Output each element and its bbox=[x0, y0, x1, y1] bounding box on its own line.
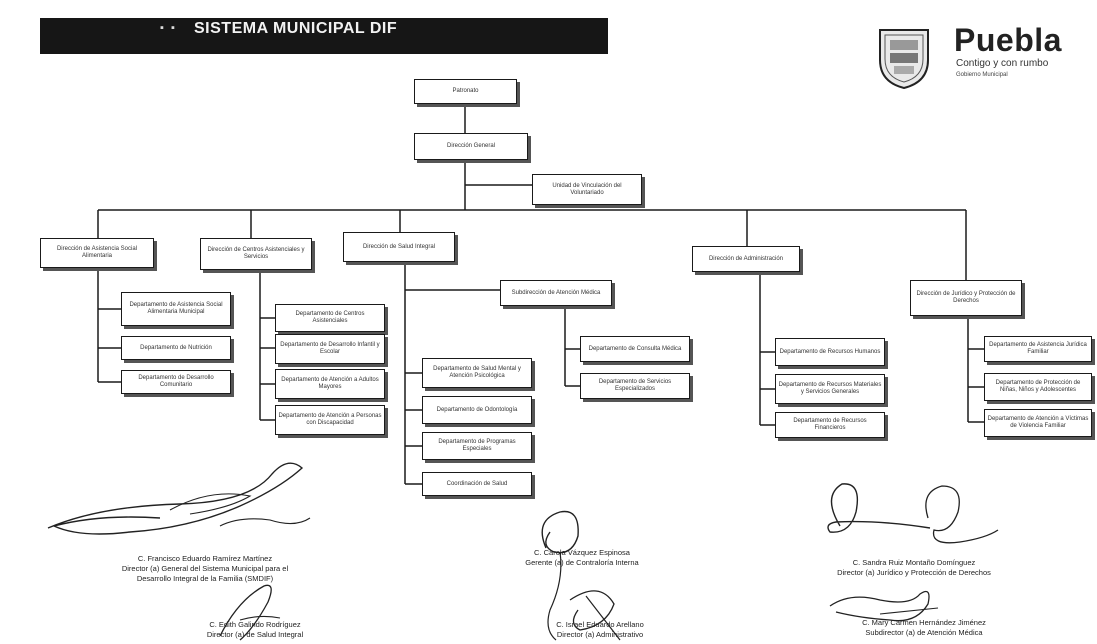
org-box-dept-5-1: Departamento de Asistencia Jurídica Fami… bbox=[984, 336, 1092, 362]
signature-scribble-2 bbox=[541, 510, 621, 641]
org-box-area-3: Dirección de Salud Integral bbox=[343, 232, 455, 262]
signature-block-4: C. Edith Galindo Rodríguez Director (a) … bbox=[206, 620, 304, 639]
org-box-dept-4-1: Departamento de Recursos Humanos bbox=[775, 338, 885, 366]
org-box-general-direction: Dirección General bbox=[414, 133, 528, 160]
signature-scribble-5 bbox=[829, 590, 939, 622]
org-box-dept-4-3: Departamento de Recursos Financieros bbox=[775, 412, 885, 438]
signature-block-2: C. Carola Vázquez Espinosa Gerente (a) d… bbox=[525, 548, 639, 567]
org-box-staff-unit: Unidad de Vinculación del Voluntariado bbox=[532, 174, 642, 205]
org-box-dept-2-2: Departamento de Desarrollo Infantil y Es… bbox=[275, 334, 385, 364]
page-title: SISTEMA MUNICIPAL DIF bbox=[194, 20, 398, 37]
org-box-subdept-2: Departamento de Servicios Especializados bbox=[580, 373, 690, 399]
brand-logo-text: Puebla bbox=[954, 22, 1062, 58]
brand-tagline: Contigo y con rumbo bbox=[956, 58, 1049, 69]
signature-block-6: C. Mary Carmen Hernández Jiménez Subdire… bbox=[862, 618, 986, 637]
signature-scribble-4 bbox=[219, 584, 281, 641]
header-decoration: ▪ ▪ bbox=[160, 22, 177, 34]
org-box-area-2: Dirección de Centros Asistenciales y Ser… bbox=[200, 238, 312, 270]
city-seal-icon bbox=[879, 29, 929, 90]
org-box-area-4: Dirección de Administración bbox=[692, 246, 800, 272]
signature-block-1: C. Francisco Eduardo Ramírez Martínez Di… bbox=[121, 554, 289, 583]
org-box-dept-1-3: Departamento de Desarrollo Comunitario bbox=[121, 370, 231, 394]
org-box-dept-2-4: Departamento de Atención a Personas con … bbox=[275, 405, 385, 435]
signature-scribble-1 bbox=[47, 462, 311, 535]
org-box-dept-5-3: Departamento de Atención a Víctimas de V… bbox=[984, 409, 1092, 437]
signature-scribble-3 bbox=[827, 483, 999, 544]
org-box-dept-4-2: Departamento de Recursos Materiales y Se… bbox=[775, 374, 885, 404]
header-bar bbox=[40, 18, 608, 54]
signature-block-5: C. Israel Eduardo Arellano Director (a) … bbox=[556, 620, 644, 639]
org-box-dept-2-3: Departamento de Atención a Adultos Mayor… bbox=[275, 369, 385, 399]
org-box-dept-3-4: Coordinación de Salud bbox=[422, 472, 532, 496]
brand-subtitle: Gobierno Municipal bbox=[956, 72, 1008, 78]
org-box-dept-3-2: Departamento de Odontología bbox=[422, 396, 532, 424]
org-box-dept-1-2: Departamento de Nutrición bbox=[121, 336, 231, 360]
org-box-dept-3-1: Departamento de Salud Mental y Atención … bbox=[422, 358, 532, 388]
org-box-dept-5-2: Departamento de Protección de Niñas, Niñ… bbox=[984, 373, 1092, 401]
org-box-top: Patronato bbox=[414, 79, 517, 104]
org-box-dept-2-1: Departamento de Centros Asistenciales bbox=[275, 304, 385, 332]
signature-block-3: C. Sandra Ruiz Montaño Domínguez Directo… bbox=[837, 558, 991, 577]
org-box-dept-1-1: Departamento de Asistencia Social Alimen… bbox=[121, 292, 231, 326]
org-box-subdirection: Subdirección de Atención Médica bbox=[500, 280, 612, 306]
org-box-area-5: Dirección de Jurídico y Protección de De… bbox=[910, 280, 1022, 316]
org-box-subdept-1: Departamento de Consulta Médica bbox=[580, 336, 690, 362]
org-box-dept-3-3: Departamento de Programas Especiales bbox=[422, 432, 532, 460]
org-box-area-1: Dirección de Asistencia Social Alimentar… bbox=[40, 238, 154, 268]
